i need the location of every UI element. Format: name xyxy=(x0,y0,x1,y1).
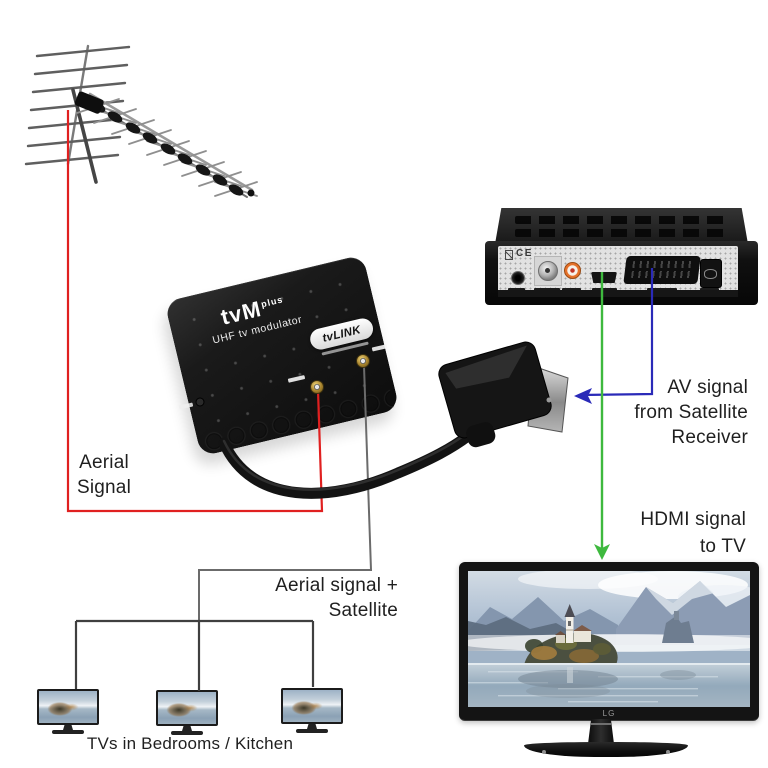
small-tv-1 xyxy=(37,689,99,734)
small-tv-stand xyxy=(182,726,192,731)
port-label xyxy=(534,288,560,293)
small-tv-base xyxy=(296,729,328,733)
scart-connector xyxy=(438,341,569,448)
tv-screen xyxy=(468,571,750,707)
scart-cable xyxy=(218,430,474,499)
rf-distribution-lines xyxy=(74,619,315,691)
tv-stand-base xyxy=(524,742,688,757)
power-socket xyxy=(700,259,722,288)
port-label xyxy=(592,288,617,293)
small-tv-screen xyxy=(158,692,216,724)
port-label xyxy=(562,288,581,293)
hdmi-arrowhead-icon xyxy=(594,544,610,560)
rca-av-port xyxy=(564,262,581,279)
tv-aerial-antenna xyxy=(24,44,258,198)
lake-bled-scene xyxy=(468,571,750,707)
small-tv-2 xyxy=(156,690,218,735)
modulator-title: tvMplus UHF tv modulator xyxy=(211,294,304,347)
tv-stand-neck xyxy=(588,719,614,744)
port-label xyxy=(647,288,677,293)
tvs-caption: TVs in Bedrooms / Kitchen xyxy=(86,734,294,753)
satellite-receiver: CE xyxy=(485,208,758,308)
port-label xyxy=(508,288,525,293)
small-tv-base xyxy=(171,731,203,735)
av-arrowhead-icon xyxy=(574,388,592,404)
lg-logo: LG xyxy=(602,709,616,718)
satellite-in-port xyxy=(538,261,558,281)
small-tv-screen xyxy=(283,690,341,722)
small-tv-stand xyxy=(307,724,317,729)
scart-port xyxy=(623,256,701,284)
audio-jack-port xyxy=(511,271,525,285)
small-tv-base xyxy=(52,730,84,734)
small-tv-3 xyxy=(281,688,343,733)
uhf-tv-modulator: tvMplus UHF tv modulator tvLINK xyxy=(164,254,400,457)
vent-row xyxy=(515,216,728,224)
port-label xyxy=(700,288,719,293)
vent-row xyxy=(515,229,728,237)
tv: LG xyxy=(459,562,759,721)
aerial-plus-satellite-label: Aerial signal +Satellite xyxy=(275,575,398,621)
receiver-back-panel: CE xyxy=(498,246,738,297)
weee-bin-icon xyxy=(505,250,513,260)
hdmi-port xyxy=(591,272,617,283)
small-tv-stand xyxy=(63,725,73,730)
small-tv-screen xyxy=(39,691,97,723)
receiver-vent-top xyxy=(495,208,748,244)
ce-mark: CE xyxy=(516,248,533,259)
